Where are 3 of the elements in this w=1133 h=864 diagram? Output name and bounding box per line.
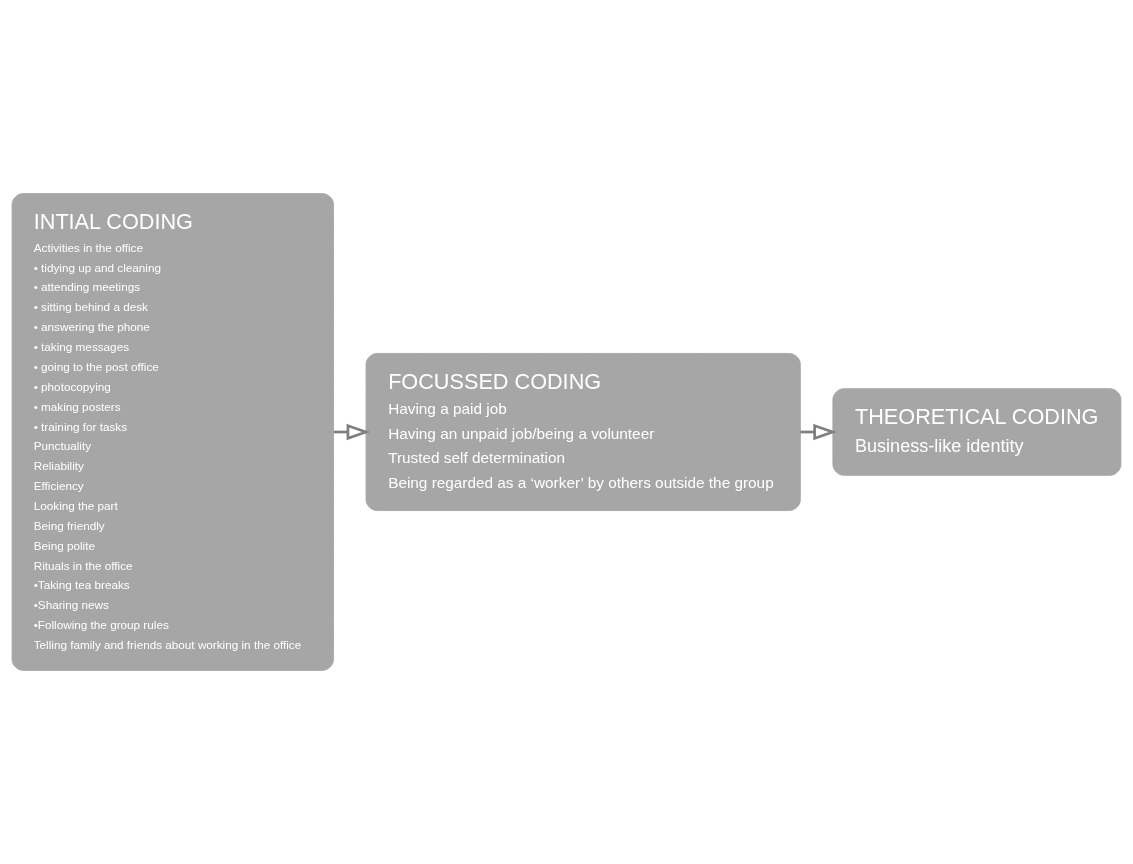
node-box: INTIAL CODING Activities in the office • tidying up and cleaning • attending meetings • sitting behind a desk • answering the phone • taking messages • going to the post office • photocopying • making posters • training for tasks Punctuality Reliability Efficiency Looking the part Being friendly Being polite Rituals in the office •Taking tea breaks •Sharing news •Following the group rules Telling family and friends about working in the office	[11, 193, 334, 671]
node-box: FOCUSSED CODING Having a paid job Having an unpaid job/being a volunteer Trusted self determination Being regarded as a ‘worker’ by others outside the group	[365, 353, 801, 511]
node-box: THEORETICAL CODING Business-like identity	[832, 388, 1122, 476]
